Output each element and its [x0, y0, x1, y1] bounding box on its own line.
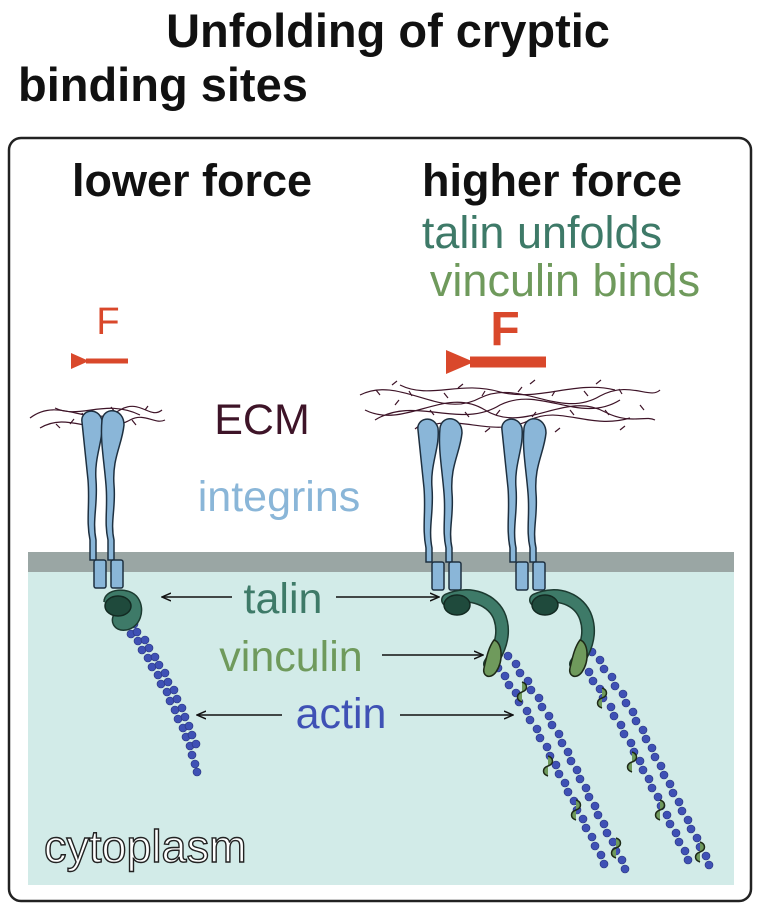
integrins-label: integrins: [198, 473, 361, 521]
vinculin-binds-label: vinculin binds: [430, 255, 700, 306]
talin-folded-left: [103, 589, 143, 631]
vinculin-bound: [482, 639, 706, 863]
higher-force-heading: higher force: [422, 155, 682, 206]
integrin-right-1: [417, 418, 463, 591]
force-label-right: F: [490, 303, 519, 356]
cell-membrane: [28, 552, 734, 572]
vinculin-label: vinculin: [219, 633, 362, 681]
actin-label: actin: [296, 690, 387, 738]
ecm-fibres-right: [359, 379, 661, 433]
talin-unfolds-label: talin unfolds: [422, 207, 662, 258]
title-line-2: binding sites: [18, 58, 308, 111]
lower-force-heading: lower force: [72, 155, 312, 206]
talin-label: talin: [244, 575, 323, 623]
figure-title: Unfolding of cryptic binding sites: [18, 4, 758, 112]
ecm-label: ECM: [214, 396, 310, 444]
title-line-1: Unfolding of cryptic: [166, 4, 610, 57]
integrin-right-2: [501, 418, 547, 591]
integrin-left: [81, 410, 125, 589]
cytoplasm-region: [28, 571, 734, 885]
force-label-left: F: [96, 301, 119, 343]
cytoplasm-label: cytoplasm: [44, 821, 247, 872]
